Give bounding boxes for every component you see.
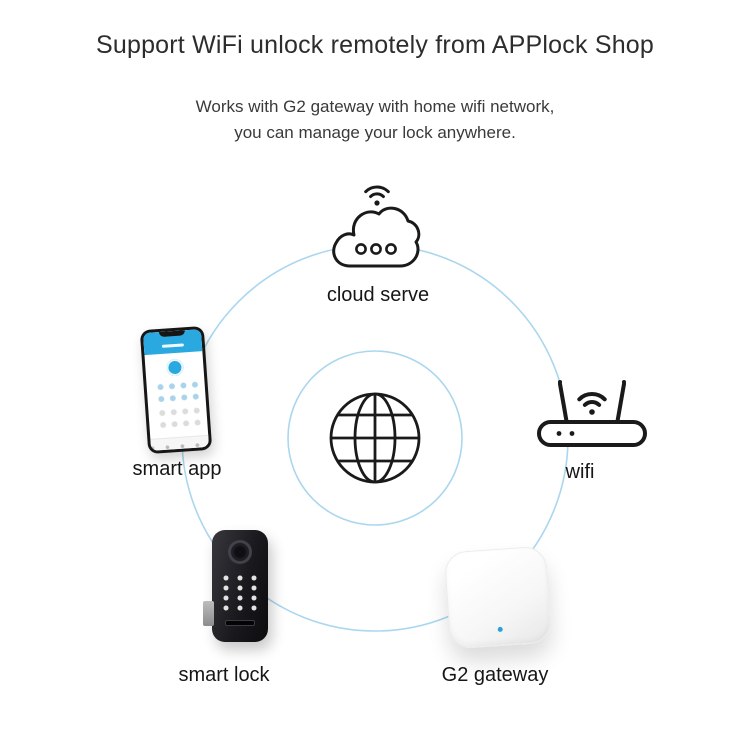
- wifi-wave-icon: [582, 399, 602, 407]
- g2-gateway-label: G2 gateway: [441, 664, 549, 686]
- smart-lock-label: smart lock: [178, 664, 270, 686]
- lock-latch: [203, 601, 214, 626]
- router-led: [569, 431, 575, 436]
- cloud-outline-icon: [332, 206, 421, 268]
- phone-screen: [142, 329, 210, 451]
- connection-circle-inner: [287, 350, 463, 526]
- wifi-dot-icon: [374, 200, 380, 206]
- cloud-node-dot: [355, 243, 367, 255]
- wifi-wave-icon: [364, 185, 390, 194]
- wifi-router-icon: [537, 380, 647, 447]
- app-icon-grid: [154, 403, 202, 429]
- wifi-dot-icon: [589, 409, 595, 415]
- lock-key-slot: [225, 620, 255, 626]
- cloud-node-dot: [385, 243, 397, 255]
- cloud-node-dot: [370, 243, 382, 255]
- subtitle-line-1: Works with G2 gateway with home wifi net…: [195, 97, 555, 116]
- globe-internet-icon: [329, 392, 421, 484]
- wifi-wave-icon: [577, 392, 607, 402]
- app-icon-grid: [152, 377, 200, 405]
- smart-lock-image: [203, 530, 268, 642]
- router-body: [537, 420, 647, 447]
- router-antenna: [558, 382, 569, 426]
- page-title: Support WiFi unlock remotely from APPloc…: [95, 31, 655, 59]
- app-title-placeholder: [161, 343, 184, 348]
- page-subtitle: Works with G2 gateway with home wifi net…: [0, 94, 750, 146]
- smartphone-app-image: [139, 325, 213, 455]
- fingerprint-sensor-icon: [228, 540, 252, 564]
- router-led: [556, 431, 562, 436]
- wifi-label: wifi: [565, 461, 595, 483]
- wifi-wave-icon: [369, 192, 385, 199]
- cloud-serve-label: cloud serve: [326, 284, 430, 306]
- app-nav-bar: [150, 434, 210, 451]
- smart-app-label: smart app: [132, 458, 222, 480]
- g2-gateway-image: [443, 545, 553, 650]
- subtitle-line-2: you can manage your lock anywhere.: [234, 123, 516, 142]
- cloud-server-icon: [332, 185, 421, 268]
- lock-keypad: [219, 573, 261, 613]
- gateway-led-icon: [497, 626, 503, 633]
- router-antenna: [615, 382, 626, 426]
- app-lock-icon: [165, 358, 184, 377]
